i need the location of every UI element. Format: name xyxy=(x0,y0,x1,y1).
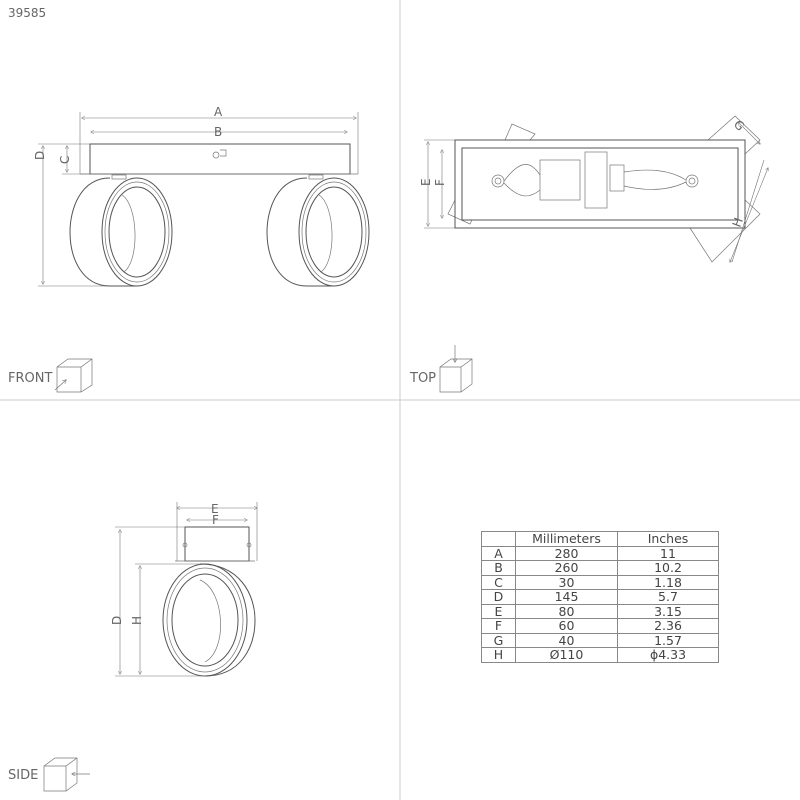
dim-letter: G xyxy=(481,632,516,648)
dim-label-e: E xyxy=(419,178,433,186)
view-label-side: SIDE xyxy=(8,768,38,783)
inch-value: 3.15 xyxy=(617,603,719,619)
table-header-row: Millimeters Inches xyxy=(481,531,719,547)
dim-label-f: F xyxy=(433,179,447,186)
dim-label-d-side: D xyxy=(110,616,124,625)
mm-value: 260 xyxy=(515,560,618,576)
view-label-front: FRONT xyxy=(8,371,52,386)
dim-label-f-side: F xyxy=(212,513,219,527)
inch-value: 5.7 xyxy=(617,589,719,605)
dim-letter: F xyxy=(481,618,516,634)
dim-letter: A xyxy=(481,545,516,561)
inch-value: 1.57 xyxy=(617,632,719,648)
header-millimeters: Millimeters xyxy=(515,531,618,547)
dim-letter: E xyxy=(481,603,516,619)
side-view: E F D H xyxy=(110,502,257,677)
mm-value: 80 xyxy=(515,603,618,619)
dim-label-d: D xyxy=(33,151,47,160)
mm-value: 145 xyxy=(515,589,618,605)
mm-value: 40 xyxy=(515,632,618,648)
dim-label-a: A xyxy=(214,105,223,119)
dim-label-g: G xyxy=(731,117,747,133)
inch-value: 11 xyxy=(617,545,719,561)
dim-letter: D xyxy=(481,589,516,605)
inch-value: 10.2 xyxy=(617,560,719,576)
front-view-cube-icon xyxy=(54,358,93,393)
dim-label-c: C xyxy=(58,156,72,164)
inch-value: ϕ4.33 xyxy=(617,647,719,663)
top-view-cube-icon xyxy=(439,345,473,393)
product-number: 39585 xyxy=(8,6,47,20)
front-ring-right xyxy=(266,174,370,287)
inch-value: 1.18 xyxy=(617,574,719,590)
header-cell xyxy=(481,531,516,547)
dim-letter: H xyxy=(481,647,516,663)
mm-value: 60 xyxy=(515,618,618,634)
side-view-cube-icon xyxy=(43,757,90,792)
mm-value: 30 xyxy=(515,574,618,590)
top-view: E F G H xyxy=(419,115,768,262)
dim-label-h-side: H xyxy=(130,616,144,625)
inch-value: 2.36 xyxy=(617,618,719,634)
dim-label-e-side: E xyxy=(211,502,219,516)
dim-label-b: B xyxy=(214,125,222,139)
dim-letter: C xyxy=(481,574,516,590)
view-label-top: TOP xyxy=(409,371,436,386)
front-ring-left xyxy=(69,174,173,287)
mm-value: Ø110 xyxy=(515,647,618,663)
header-inches: Inches xyxy=(617,531,719,547)
mm-value: 280 xyxy=(515,545,618,561)
dim-label-h: H xyxy=(730,216,746,229)
front-view: A B D C xyxy=(33,105,370,287)
dim-letter: B xyxy=(481,560,516,576)
